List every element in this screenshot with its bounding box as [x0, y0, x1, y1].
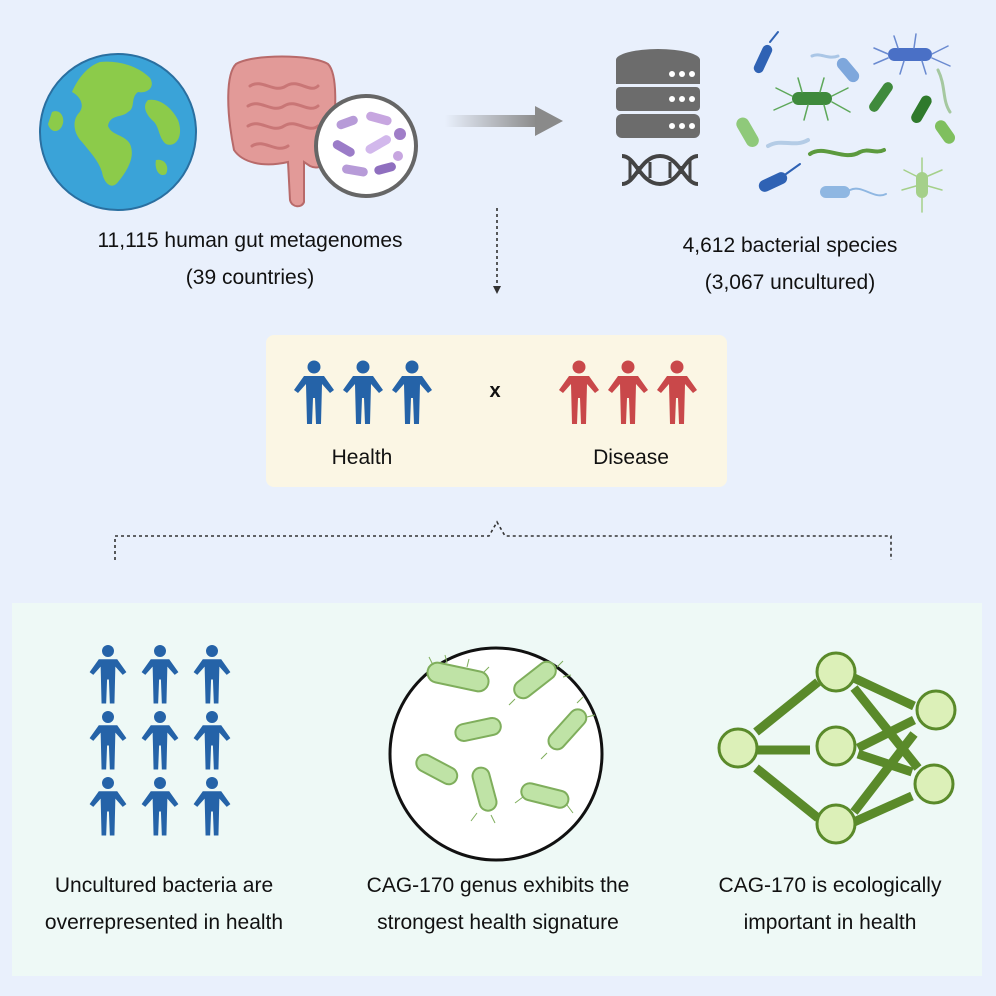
metagenomes-countries: (39 countries) — [185, 265, 315, 289]
metagenomes-count: 11,115 human gut metagenomes — [97, 229, 403, 252]
finding-1-line2: overrepresented in health — [44, 910, 284, 934]
database-icon — [616, 49, 700, 138]
arrow-right-icon — [445, 106, 563, 136]
dna-icon — [621, 153, 699, 187]
finding-1-line1: Uncultured bacteria are — [54, 874, 274, 897]
health-label: Health — [331, 446, 393, 469]
health-group-icon — [294, 360, 432, 424]
down-dotted-arrow — [493, 208, 501, 294]
disease-label: Disease — [593, 446, 669, 469]
dotted-bracket — [114, 520, 892, 560]
finding-2-line2: strongest health signature — [377, 910, 619, 934]
disease-group-icon — [559, 360, 697, 424]
finding-2-line1: CAG-170 genus exhibits the — [366, 874, 630, 897]
network-icon — [717, 651, 957, 845]
globe-icon — [39, 53, 197, 211]
finding-3-line1: CAG-170 is ecologically — [718, 874, 942, 897]
population-grid-icon — [89, 645, 231, 836]
bacteria-cluster-icon — [736, 31, 956, 213]
microbe-magnifier-icon — [314, 94, 418, 198]
comparison-cross: x — [489, 380, 501, 402]
bacteria-circle-icon — [388, 646, 604, 862]
comparison-box — [266, 335, 727, 487]
species-count: 4,612 bacterial species — [682, 234, 898, 257]
finding-3-line2: important in health — [743, 910, 917, 934]
intestine-icon — [227, 55, 337, 208]
uncultured-count: (3,067 uncultured) — [704, 270, 876, 294]
